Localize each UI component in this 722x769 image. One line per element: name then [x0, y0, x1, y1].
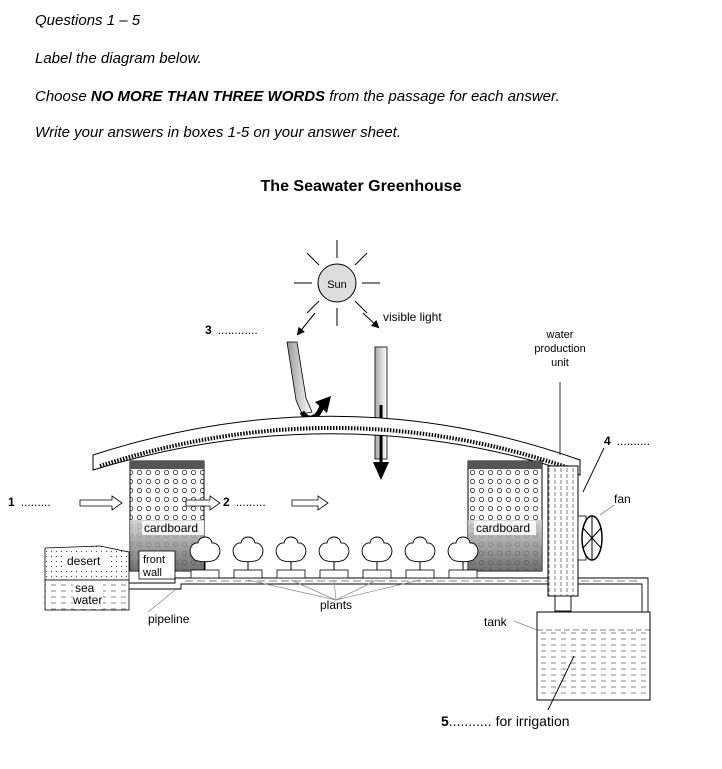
front-wall-label: front [143, 554, 165, 566]
plant-icon [447, 536, 479, 579]
water-production-unit-label-line3: unit [551, 357, 569, 369]
plant-icon [232, 536, 264, 579]
instruction-word-limit: Choose NO MORE THAN THREE WORDS from the… [35, 88, 560, 105]
sun-icon [294, 240, 380, 326]
sea-water-label-line2: water [72, 593, 102, 607]
instruction-answer-sheet: Write your answers in boxes 1-5 on your … [35, 124, 401, 141]
visible-light-label: visible light [383, 310, 442, 324]
desert-label: desert [67, 554, 101, 568]
air-flow-arrow [291, 495, 329, 511]
incoming-air-arrow [79, 495, 123, 511]
sun-ray-left-arrow [296, 312, 316, 336]
pipeline-label: pipeline [148, 612, 190, 626]
greenhouse-roof [92, 415, 581, 476]
plants-label: plants [320, 598, 352, 612]
sun-label: Sun [327, 279, 347, 291]
questions-heading: Questions 1 – 5 [35, 12, 141, 29]
sun-ray-right-arrow [362, 312, 380, 329]
water-production-unit-label: water [546, 329, 574, 341]
blank-5-label: 5...........for irrigation [441, 713, 570, 729]
plant-icon [318, 536, 350, 579]
plant-icon [361, 536, 393, 579]
plant-icon [275, 536, 307, 579]
cardboard-right-label: cardboard [476, 521, 530, 535]
fan-label: fan [614, 492, 631, 506]
tank-label: tank [484, 615, 508, 629]
plant-icon [404, 536, 436, 579]
cardboard-left-label: cardboard [144, 521, 198, 535]
sea-water-label: sea [75, 581, 95, 595]
front-wall [138, 550, 176, 580]
water-production-unit-label-line2: production [534, 343, 585, 355]
front-wall-label-line2: wall [142, 567, 162, 579]
blank-4-label: 4.......... [604, 434, 650, 448]
plant-icon [189, 536, 221, 579]
plants-row [189, 536, 479, 579]
humid-air-arrow [185, 495, 221, 511]
blank-3-label: 3............ [205, 323, 258, 337]
water-production-unit [547, 465, 579, 597]
fan-icon [577, 515, 603, 561]
reflected-light-beam [286, 341, 313, 415]
diagram-title: The Seawater Greenhouse [260, 178, 462, 195]
blank-1-label: 1......... [8, 495, 51, 509]
instruction-label: Label the diagram below. [35, 50, 202, 67]
blank-2-label: 2......... [223, 495, 266, 509]
